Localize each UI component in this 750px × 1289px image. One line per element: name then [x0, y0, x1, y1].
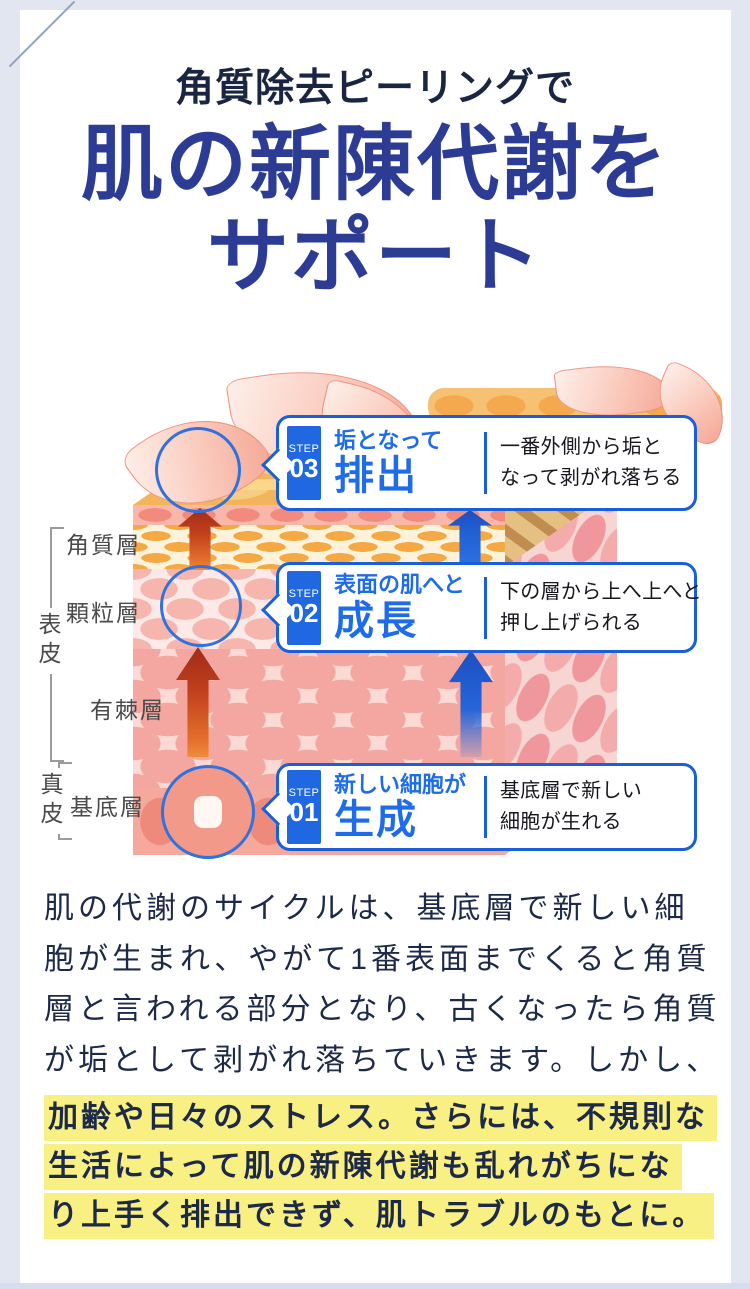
callout-divider	[484, 432, 487, 494]
highlighted-text: 加齢や日々のストレス。さらには、不規則な 生活によって肌の新陳代謝も乱れがちにな…	[44, 1095, 717, 1239]
step2-title-big: 成長	[334, 598, 418, 643]
page-title-line1: 肌の新陳代謝を	[80, 115, 669, 212]
step2-callout: STEP 02 表面の肌へと 成長 下の層から上へ上へと 押し上げられる	[261, 562, 702, 653]
step3-badge: STEP 03	[287, 426, 321, 500]
paragraph-line: が垢として剥がれ落ちていきます。しかし、	[44, 1043, 721, 1077]
label-granulosum: 顆粒層	[66, 600, 141, 626]
step3-desc-line2: なって剥がれ落ちる	[500, 467, 682, 489]
step3-title-small: 垢となって	[334, 427, 443, 453]
callout-divider	[484, 776, 487, 838]
step1-focus-circle	[161, 765, 255, 859]
header-subtitle: 角質除去ピーリングで	[174, 67, 575, 110]
label-dermis: 真皮	[33, 768, 67, 834]
step2-description: 下の層から上へ上へと 押し上げられる	[500, 577, 702, 639]
new-cell-icon	[194, 796, 222, 828]
step3-title-big: 排出	[334, 454, 418, 499]
step2-badge: STEP 02	[287, 570, 321, 645]
step2-desc-line1: 下の層から上へ上へと	[500, 580, 702, 603]
label-corneum: 角質層	[66, 532, 141, 558]
step-badge-number: 01	[289, 797, 319, 828]
page-title-line2: サポート	[206, 207, 543, 304]
step1-title: 新しい細胞が 生成	[334, 772, 484, 842]
step1-callout: STEP 01 新しい細胞が 生成 基底層で新しい 細胞が生れる	[261, 763, 697, 851]
highlight-line: り上手く排出できず、肌トラブルのもとに。	[44, 1193, 715, 1239]
header: 角質除去ピーリングで 肌の新陳代謝を サポート	[0, 66, 750, 302]
step2-focus-circle	[160, 565, 242, 647]
step-badge-number: 03	[289, 453, 319, 484]
paragraph-line: 層と言われる部分となり、古くなったら角質	[44, 993, 721, 1026]
step1-title-small: 新しい細胞が	[334, 771, 467, 797]
paragraph-line: 肌の代謝のサイクルは、基底層で新しい細	[44, 892, 689, 925]
label-spinosum: 有棘層	[90, 697, 165, 723]
highlight-line: 生活によって肌の新陳代謝も乱れがちにな	[44, 1144, 682, 1190]
step3-callout: STEP 03 垢となって 排出 一番外側から垢と なって剥がれ落ちる	[261, 415, 697, 511]
label-epidermis: 表皮	[31, 608, 65, 674]
step-badge-label: STEP	[288, 587, 320, 600]
paragraph-line: 胞が生まれ、やがて1番表面までくると角質	[44, 942, 711, 976]
step2-title-small: 表面の肌へと	[334, 572, 465, 598]
bottom-band-decoration	[0, 1283, 750, 1289]
step2-title: 表面の肌へと 成長	[334, 572, 484, 642]
step1-desc-line1: 基底層で新しい	[500, 780, 643, 802]
step3-description: 一番外側から垢と なって剥がれ落ちる	[500, 432, 682, 494]
highlight-line: 加齢や日々のストレス。さらには、不規則な	[44, 1095, 717, 1141]
step3-desc-line1: 一番外側から垢と	[500, 436, 663, 458]
step-badge-label: STEP	[288, 787, 320, 800]
skin-layer-diagram: 角質層 顆粒層 有棘層 基底層 表皮 真皮 STEP 03 垢となって 排出 一…	[0, 352, 750, 865]
step1-description: 基底層で新しい 細胞が生れる	[500, 776, 642, 838]
body-text: 肌の代謝のサイクルは、基底層で新しい細 胞が生まれ、やがて1番表面までくると角質…	[44, 884, 721, 1242]
step3-focus-circle	[155, 427, 241, 513]
step3-title: 垢となって 排出	[334, 428, 484, 498]
callout-divider	[484, 576, 487, 639]
label-basale: 基底層	[70, 794, 145, 820]
step2-desc-line2: 押し上げられる	[500, 611, 643, 634]
step-badge-number: 02	[289, 597, 319, 628]
step-badge-label: STEP	[288, 443, 320, 456]
step1-title-big: 生成	[334, 798, 418, 843]
step1-desc-line2: 細胞が生れる	[500, 811, 622, 833]
page-title: 肌の新陳代謝を サポート	[0, 115, 750, 304]
